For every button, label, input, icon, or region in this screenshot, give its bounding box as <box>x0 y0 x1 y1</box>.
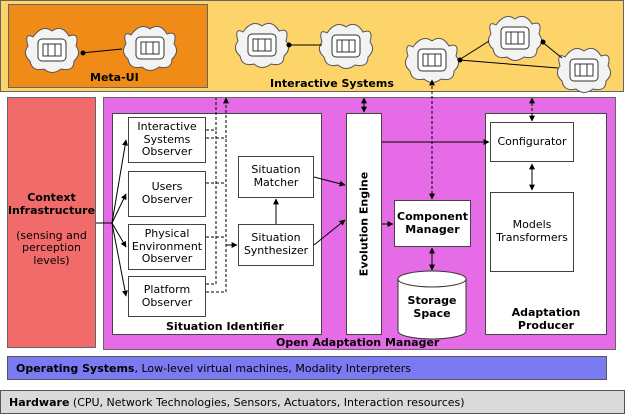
adaptation-producer-label: Adaptation Producer <box>511 306 581 332</box>
system-node-icon-2 <box>318 23 374 70</box>
users-observer: Users Observer <box>128 171 206 217</box>
evolution-engine-box <box>346 113 382 335</box>
system-link-dot-2 <box>457 57 463 63</box>
physical-environment-observer: Physical Environment Observer <box>128 224 206 270</box>
situation-matcher: Situation Matcher <box>238 156 314 198</box>
meta-ui-link <box>80 48 123 54</box>
open-adaptation-manager-label: Open Adaptation Manager <box>276 336 440 349</box>
meta-ui-node-icon-2 <box>122 25 178 72</box>
component-manager: Component Manager <box>394 200 471 247</box>
hardware-layer: Hardware (CPU, Network Technologies, Sen… <box>0 390 625 414</box>
system-node-icon-4 <box>487 15 543 62</box>
interactive-systems-observer: Interactive Systems Observer <box>128 117 206 163</box>
situation-synthesizer: Situation Synthesizer <box>238 224 314 266</box>
interactive-systems-label: Interactive Systems <box>270 77 394 90</box>
system-link-2 <box>458 40 490 61</box>
models-transformers: Models Transformers <box>490 192 574 272</box>
storage-space-cylinder <box>397 270 467 340</box>
meta-ui-node-icon-1 <box>24 27 80 74</box>
context-infrastructure-label: Context Infrastructure (sensing and perc… <box>7 191 96 267</box>
context-infrastructure-box <box>7 97 96 348</box>
situation-identifier-label: Situation Identifier <box>166 320 284 333</box>
system-node-icon-5 <box>556 47 612 94</box>
system-node-icon-1 <box>234 22 290 69</box>
system-link-3 <box>458 59 559 69</box>
system-node-icon-3 <box>404 37 460 84</box>
meta-ui-link-dot <box>80 50 86 56</box>
evolution-engine-label: Evolution Engine <box>357 171 371 277</box>
system-link-dot-3 <box>540 39 546 45</box>
configurator: Configurator <box>490 122 574 162</box>
storage-space-label: Storage Space <box>407 294 457 320</box>
system-link-dot-1 <box>286 42 292 48</box>
operating-systems-layer: Operating Systems, Low-level virtual mac… <box>7 356 607 380</box>
platform-observer: Platform Observer <box>128 276 206 317</box>
meta-ui-label: Meta-UI <box>90 71 139 84</box>
